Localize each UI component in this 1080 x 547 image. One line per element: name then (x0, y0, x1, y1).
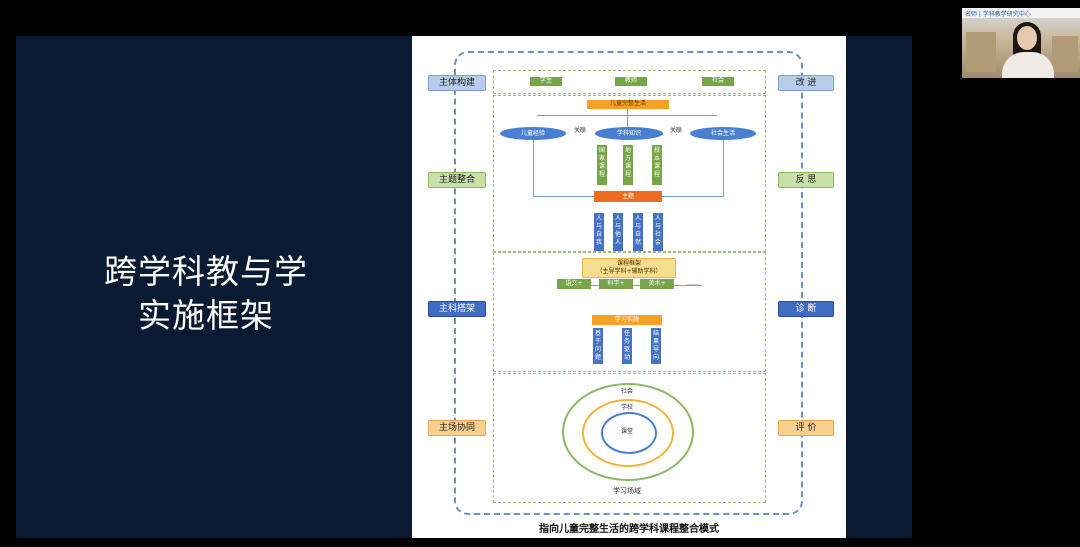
box-society: 社会 (702, 77, 734, 86)
presenter-body (1002, 52, 1054, 78)
box-teacher: 教师 (615, 77, 647, 86)
more-ellipsis: …… (687, 280, 699, 287)
connector-line (537, 115, 717, 116)
label-improve: 改 进 (778, 75, 834, 91)
slide-title-line-2: 实施框架 (138, 296, 274, 335)
box-society-relation: 人与社会 (653, 213, 663, 251)
box-theme: 主题 (594, 191, 662, 202)
label-subject-building: 主体构建 (428, 75, 486, 91)
learning-field-label: 学习场域 (613, 487, 641, 495)
label-diagnose: 诊 断 (778, 301, 834, 317)
box-national-curriculum: 国家课程 (597, 145, 607, 185)
connector-line (533, 140, 534, 196)
connector-line (627, 109, 628, 127)
box-self-relation: 人与自我 (594, 213, 604, 251)
zone-subjects (493, 70, 766, 94)
ellipse-subject-knowledge: 学科知识 (595, 127, 663, 140)
label-field-collaboration: 主场协同 (428, 420, 486, 436)
outer-dashed-frame (454, 51, 803, 515)
link-label: 关联 (669, 127, 682, 134)
presentation-slide: 跨学科教与学 实施框架 主体构建 主题整合 主科搭架 主场协同 改 进 反 思 … (16, 36, 912, 538)
video-top-bar: 名师 | 学科教学研究中心 (962, 8, 1080, 18)
framework-diagram: 主体构建 主题整合 主科搭架 主场协同 改 进 反 思 诊 断 评 价 学生 教… (412, 36, 846, 538)
zone-framework (493, 252, 766, 372)
box-local-curriculum: 地方课程 (623, 145, 633, 185)
label-reflect: 反 思 (778, 172, 834, 188)
presenter-face (1017, 26, 1037, 50)
box-others-relation: 人与他人 (613, 213, 623, 251)
circle-label-society: 社会 (620, 388, 633, 395)
box-task-driven: 任务驱动 (622, 328, 632, 364)
connector-line (574, 285, 702, 286)
label-evaluate: 评 价 (778, 420, 834, 436)
slide-title-line-1: 跨学科教与学 (104, 252, 308, 291)
box-art: 美术+ (640, 279, 674, 289)
box-problem-based: 基于问题 (593, 328, 603, 364)
box-science: 科学+ (599, 279, 633, 289)
box-chinese: 语文+ (557, 279, 591, 289)
circle-label-school: 学校 (620, 404, 633, 411)
framework-subtitle: （主导学科+辅助学科） (596, 268, 662, 275)
box-nature-relation: 人与自然 (633, 213, 643, 251)
label-theme-integration: 主题整合 (428, 172, 486, 188)
box-result-oriented: 结果导向 (651, 328, 661, 364)
framework-title: 课程框架 (616, 260, 641, 267)
circle-classroom (601, 412, 657, 454)
connector-line (723, 140, 724, 196)
video-building (1052, 36, 1078, 72)
ellipse-social-life: 社会生活 (690, 127, 756, 140)
circle-society (562, 383, 694, 481)
video-building (966, 32, 996, 72)
video-logo: 名师 | 学科教学研究中心 (965, 11, 1031, 18)
circle-label-classroom: 课堂 (620, 428, 633, 435)
zone-theme (493, 95, 766, 252)
box-child-whole-life: 儿童完整生活 (587, 100, 669, 109)
circle-school (582, 399, 674, 467)
ellipse-child-experience: 儿童经验 (500, 127, 566, 140)
box-course-framework: 课程框架 （主导学科+辅助学科） (582, 258, 676, 278)
box-school-curriculum: 校本课程 (652, 145, 662, 185)
zone-field (493, 373, 766, 503)
box-student: 学生 (530, 77, 562, 86)
link-label: 关联 (573, 127, 586, 134)
presenter-video: 名师 | 学科教学研究中心 (962, 8, 1080, 78)
slide-title: 跨学科教与学 实施框架 (56, 250, 356, 338)
box-learning-implementation: 学习实施 (592, 315, 662, 325)
diagram-caption: 指向儿童完整生活的跨学科课程整合模式 (539, 524, 719, 535)
label-main-subject-scaffold: 主科搭架 (428, 301, 486, 317)
